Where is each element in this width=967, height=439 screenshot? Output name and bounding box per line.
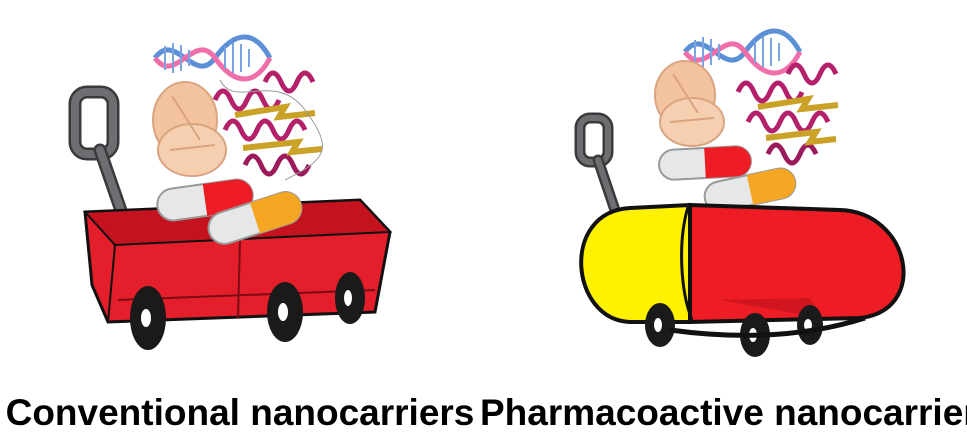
protein-icon — [215, 73, 322, 180]
pharmacoactive-illustration — [480, 0, 967, 390]
panel-conventional: Conventional nanocarriers — [0, 0, 480, 439]
dna-icon — [155, 37, 270, 79]
capsule-icon — [658, 146, 751, 181]
panel-pharmacoactive: Pharmacoactive nanocarriers — [480, 0, 967, 439]
caption-pharmacoactive: Pharmacoactive nanocarriers — [480, 392, 967, 434]
caption-conventional: Conventional nanocarriers — [0, 392, 480, 434]
protein-icon — [738, 65, 838, 163]
tablet-icon — [655, 61, 724, 146]
capsule-wagon-icon — [581, 205, 903, 322]
conventional-illustration — [0, 0, 480, 390]
